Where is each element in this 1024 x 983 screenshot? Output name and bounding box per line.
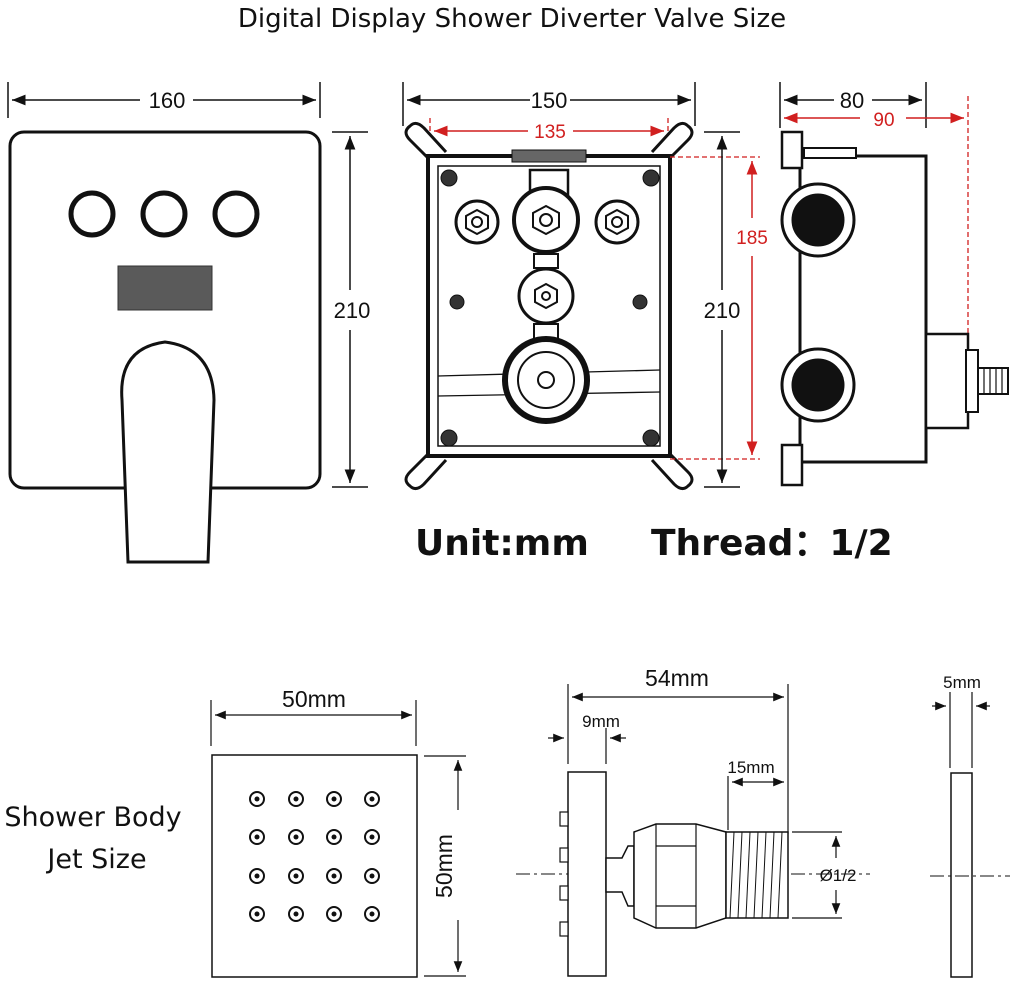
side-depth-label: 80 [840, 88, 864, 113]
box-height-label: 210 [704, 298, 741, 323]
jet-hex-nut [633, 823, 727, 929]
button-circle-3 [212, 190, 260, 238]
jet-diameter-label: Ø1/2 [820, 866, 857, 885]
button-circle-1 [68, 190, 116, 238]
box-inner-width-label: 135 [534, 122, 566, 143]
jet-label-line2: Jet Size [45, 844, 146, 875]
panel-view [7, 82, 368, 564]
jet-front-view [210, 700, 466, 978]
jet-plate-thickness-label: 5mm [943, 673, 981, 692]
unit-label: Unit:mm [415, 523, 589, 564]
lever-handle [120, 340, 216, 564]
cartridge-housing [924, 332, 970, 430]
jet-side-view [516, 684, 870, 977]
jet-label-line1: Shower Body [4, 802, 181, 833]
button-circle-2 [140, 190, 188, 238]
side-view [779, 82, 1009, 487]
jet-height-label: 50mm [431, 834, 457, 898]
jet-nozzle-grid [249, 791, 380, 922]
side-depth-outer-label: 90 [873, 110, 894, 131]
jet-front-plate [211, 754, 418, 978]
box-width-label: 150 [531, 88, 568, 113]
jet-plate-edge-view [930, 692, 1010, 978]
jet-length-label: 54mm [645, 665, 709, 691]
thread-label: Thread：1/2 [651, 523, 893, 564]
jet-flange-label: 9mm [582, 712, 620, 731]
digital-display [117, 265, 213, 311]
page-title: Digital Display Shower Diverter Valve Si… [238, 4, 786, 34]
jet-thread-length-label: 15mm [727, 758, 774, 777]
panel-height-label: 210 [334, 298, 371, 323]
box-inner-height-label: 185 [736, 228, 768, 249]
box-view [402, 82, 760, 491]
panel-width-label: 160 [149, 88, 186, 113]
jet-plate-edge [950, 772, 973, 978]
jet-flange [567, 771, 607, 977]
jet-width-label: 50mm [282, 686, 346, 712]
